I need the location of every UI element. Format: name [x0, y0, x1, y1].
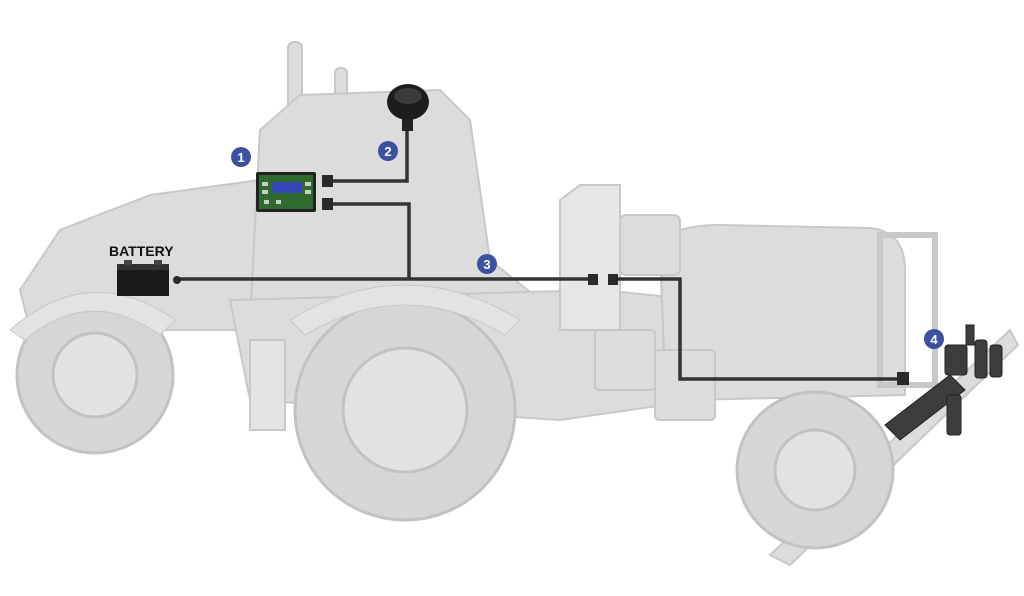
- svg-text:1: 1: [237, 150, 244, 165]
- badge-4: 4: [924, 329, 944, 349]
- battery-label: BATTERY: [109, 243, 174, 259]
- gps-cable: [332, 128, 409, 183]
- wiring: [177, 128, 900, 381]
- gps-antenna: [387, 84, 429, 131]
- battery: [117, 260, 169, 296]
- rear-fender: [289, 284, 521, 336]
- badge-3: 3: [477, 254, 497, 274]
- power-cable-drop: [332, 202, 411, 279]
- connector: [897, 372, 909, 385]
- controller-unit: [256, 172, 316, 212]
- controller-screen: [272, 182, 302, 193]
- svg-text:4: 4: [930, 332, 938, 347]
- front-fender: [9, 291, 176, 341]
- battery-terminal: [173, 276, 181, 284]
- sprayer-valve-assembly: [884, 324, 1003, 441]
- connector: [588, 274, 598, 285]
- connector: [322, 198, 333, 210]
- wheels: [15, 295, 895, 550]
- svg-text:2: 2: [384, 144, 391, 159]
- connector: [608, 274, 618, 285]
- svg-text:3: 3: [483, 257, 490, 272]
- badge-2: 2: [378, 141, 398, 161]
- connector: [322, 175, 333, 187]
- connectors: [173, 175, 909, 385]
- badge-1: 1: [231, 147, 251, 167]
- harness-to-sprayer: [618, 277, 900, 381]
